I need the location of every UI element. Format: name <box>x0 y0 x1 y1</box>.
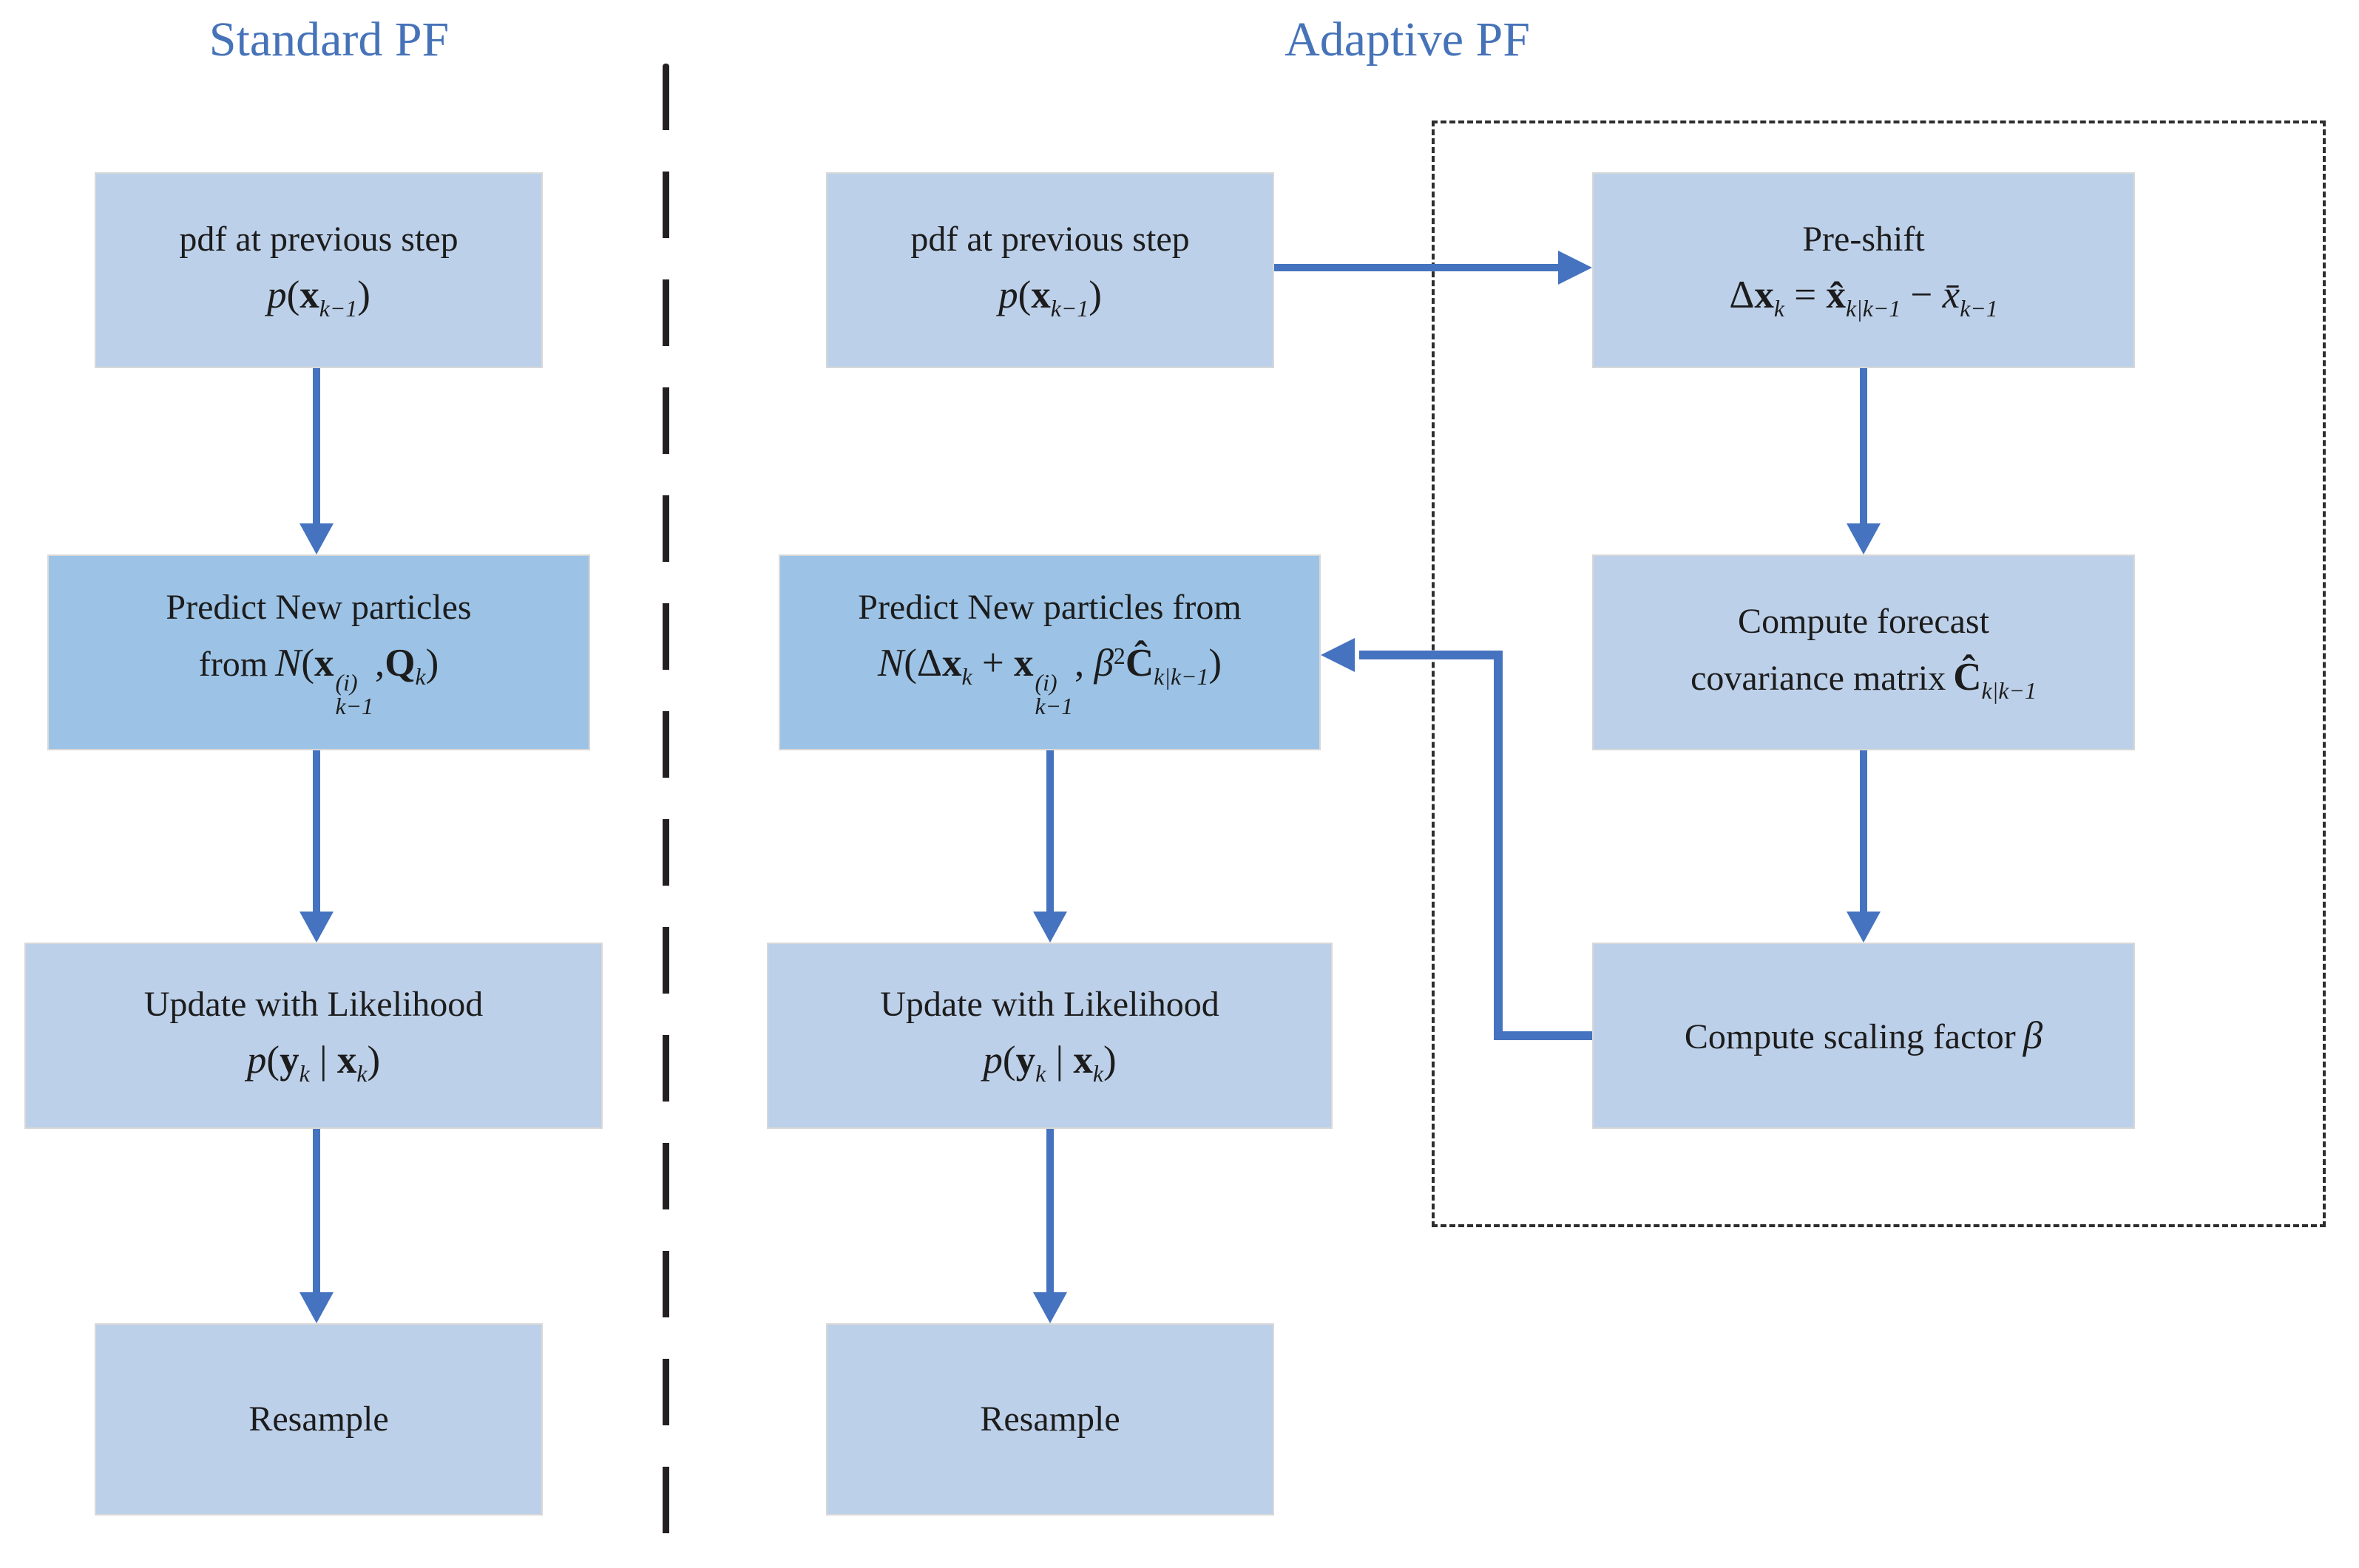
standard-predict-formula: N(x(i)k−1,Qk) <box>275 642 439 720</box>
pre-shift-box: Pre-shift Δxk = x̂k|k−1 − x̄k−1 <box>1592 172 2135 368</box>
standard-pf-title: Standard PF <box>209 13 450 67</box>
standard-resample-label: Resample <box>248 1399 389 1439</box>
adaptive-update-formula: p(yk | xk) <box>983 1039 1117 1087</box>
adaptive-resample-box: Resample <box>826 1323 1274 1516</box>
adaptive-pdf-box: pdf at previous step p(xk−1) <box>826 172 1274 368</box>
standard-predict-label: Predict New particles <box>166 588 472 628</box>
connector-scaling-to-predict-vertical-segment <box>1494 651 1503 1040</box>
forecast-covariance-row: covariance matrix Ĉk|k−1 <box>1690 653 2037 706</box>
forecast-covariance-box: Compute forecast covariance matrix Ĉk|k−… <box>1592 554 2135 750</box>
arrow-adp-update-to-resample-shaft <box>1046 1129 1054 1293</box>
arrow-std-update-to-resample-shaft <box>313 1129 320 1293</box>
scaling-factor-formula: β <box>2023 1014 2043 1057</box>
standard-pdf-formula: p(xk−1) <box>267 273 370 322</box>
arrow-adp-predict-to-update-shaft <box>1046 750 1054 913</box>
connector-scaling-to-predict-bottom-segment <box>1494 1031 1592 1040</box>
scaling-factor-row: Compute scaling factor β <box>1685 1011 2042 1060</box>
adaptive-predict-label: Predict New particles from <box>858 588 1242 628</box>
adaptive-submodule-dashed-outline <box>1432 121 2326 1227</box>
arrow-adp-predict-to-update-head <box>1033 912 1067 943</box>
standard-update-formula: p(yk | xk) <box>246 1039 381 1087</box>
adaptive-update-label: Update with Likelihood <box>880 985 1219 1025</box>
adaptive-pdf-label: pdf at previous step <box>910 219 1190 259</box>
arrow-preshift-to-forecast-head <box>1847 523 1881 554</box>
standard-pdf-label: pdf at previous step <box>179 219 458 259</box>
adaptive-update-box: Update with Likelihood p(yk | xk) <box>767 943 1333 1129</box>
adaptive-pdf-formula: p(xk−1) <box>998 273 1102 322</box>
scaling-factor-label: Compute scaling factor <box>1684 1017 2016 1056</box>
adaptive-predict-formula: N(Δxk + x(i)k−1, β2Ĉk|k−1) <box>877 642 1222 720</box>
standard-predict-formula-row: from N(x(i)k−1,Qk) <box>199 639 439 719</box>
connector-scaling-to-predict-head <box>1321 638 1355 672</box>
arrow-adp-pdf-to-preshift-head <box>1558 251 1592 285</box>
arrow-std-predict-to-update-head <box>299 912 334 943</box>
standard-update-box: Update with Likelihood p(yk | xk) <box>24 943 603 1129</box>
standard-update-label: Update with Likelihood <box>143 985 484 1025</box>
standard-resample-box: Resample <box>95 1323 543 1516</box>
arrow-std-predict-to-update-shaft <box>313 750 320 913</box>
adaptive-resample-label: Resample <box>980 1399 1120 1439</box>
standard-pdf-box: pdf at previous step p(xk−1) <box>95 172 543 368</box>
adaptive-pf-title: Adaptive PF <box>1285 13 1530 67</box>
arrow-forecast-to-scaling-head <box>1847 912 1881 943</box>
pre-shift-formula: Δxk = x̂k|k−1 − x̄k−1 <box>1729 273 1998 322</box>
standard-predict-from-label: from <box>198 645 268 685</box>
forecast-covariance-formula: Ĉk|k−1 <box>1953 655 2037 704</box>
forecast-covariance-label-line1: Compute forecast <box>1738 601 1989 641</box>
arrow-preshift-to-forecast-shaft <box>1860 368 1867 525</box>
scaling-factor-box: Compute scaling factor β <box>1592 943 2135 1129</box>
arrow-std-pdf-to-predict-shaft <box>313 368 320 525</box>
arrow-std-update-to-resample-head <box>299 1292 334 1323</box>
adaptive-predict-box: Predict New particles from N(Δxk + x(i)k… <box>779 554 1321 750</box>
arrow-forecast-to-scaling-shaft <box>1860 750 1867 913</box>
column-divider-dashed-line <box>663 64 669 1568</box>
arrow-adp-update-to-resample-head <box>1033 1292 1067 1323</box>
standard-predict-box: Predict New particles from N(x(i)k−1,Qk) <box>47 554 590 750</box>
forecast-covariance-label-line2: covariance matrix <box>1690 658 1946 698</box>
arrow-adp-pdf-to-preshift-shaft <box>1274 264 1558 271</box>
connector-scaling-to-predict-top-segment <box>1359 651 1503 659</box>
arrow-std-pdf-to-predict-head <box>299 523 334 554</box>
pre-shift-label: Pre-shift <box>1802 219 1925 259</box>
